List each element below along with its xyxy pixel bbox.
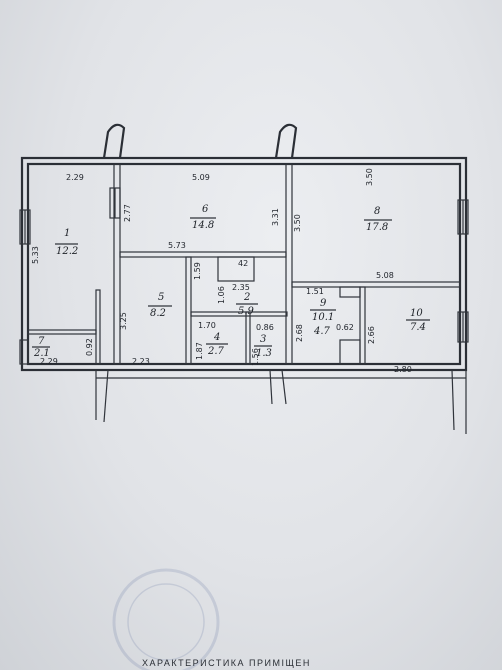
dim-5-09: 5.09: [192, 173, 210, 182]
room-7-number: 7: [38, 336, 45, 347]
dim-1-56: 1.56: [251, 348, 260, 366]
room-8-number: 8: [374, 206, 380, 217]
dim-2-29-top: 2.29: [66, 173, 84, 182]
room-5-number: 5: [158, 292, 164, 303]
room-2-area: 5.9: [238, 306, 255, 317]
dim-1-87: 1.87: [195, 342, 204, 360]
dim-2-80: 2.80: [394, 365, 412, 374]
stamp-seal: [112, 568, 220, 670]
room-7-area: 2.1: [33, 348, 50, 359]
dim-2-23: 2.23: [132, 357, 150, 366]
dim-5-33: 5.33: [31, 246, 40, 264]
room-6-number: 6: [202, 204, 209, 215]
room-1-number: 1: [64, 228, 70, 239]
dim-2-35: 2.35: [232, 283, 250, 292]
dimension-labels: 2.29 5.09 3.50 2.77 5.33 3.31 3.50 5.73 …: [31, 168, 412, 374]
windows: [19, 187, 469, 365]
wall-stubs: [95, 123, 467, 434]
room-1-area: 12.2: [56, 246, 78, 257]
dim-0-92: 0.92: [85, 338, 94, 356]
dim-2-66: 2.66: [367, 326, 376, 344]
dim-0-62: 0.62: [336, 323, 354, 332]
dim-1-70: 1.70: [198, 321, 216, 330]
room-9-number: 9: [320, 298, 327, 309]
dim-2-68: 2.68: [295, 324, 304, 342]
dim-0-86: 0.86: [256, 323, 274, 332]
dim-3-25: 3.25: [119, 312, 128, 330]
dim-1-59: 1.59: [193, 262, 202, 280]
dim-3-50: 3.50: [365, 168, 374, 186]
room-4-number: 4: [213, 332, 220, 343]
room-9-area: 10.1: [312, 312, 334, 323]
dim-2-77: 2.77: [123, 204, 132, 222]
dim-5-73: 5.73: [168, 241, 186, 250]
room-3-area: 1.3: [256, 348, 272, 359]
dim-1-06: 1.06: [217, 286, 226, 304]
dim-3-31: 3.31: [271, 208, 280, 226]
room-labels: 1 12.2 6 14.8 8 17.8 5 8.2 2 5.9 9 10.1 …: [32, 204, 430, 359]
room-4-area: 2.7: [207, 346, 225, 357]
dim-3-50-side: 3.50: [293, 214, 302, 232]
room-8-area: 17.8: [366, 222, 388, 233]
room-10-area: 7.4: [410, 322, 426, 333]
extra-area: 4.7: [313, 326, 331, 337]
room-10-number: 10: [410, 308, 423, 319]
dim-1-51: 1.51: [306, 287, 324, 296]
room-5-area: 8.2: [150, 308, 166, 319]
room-2-number: 2: [243, 292, 250, 303]
footer-caption: ХАРАКТЕРИСТИКА ПРИМІЩЕН: [142, 658, 311, 668]
dim-2-29-bottom: 2.29: [40, 357, 58, 366]
interior-walls: [27, 163, 461, 365]
room-3-number: 3: [260, 334, 266, 345]
outer-walls: [20, 156, 468, 372]
room-6-area: 14.8: [192, 220, 214, 231]
dim-42: 42: [238, 259, 248, 268]
dim-5-08: 5.08: [376, 271, 394, 280]
